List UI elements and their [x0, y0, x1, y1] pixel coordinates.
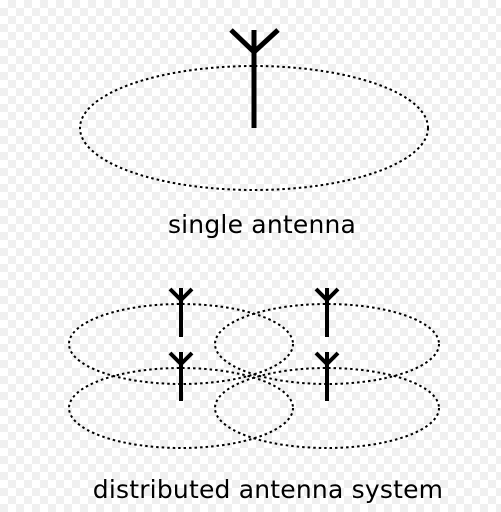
antenna-icon-bottom-left [168, 351, 194, 401]
single-antenna-icon [229, 28, 280, 128]
single-coverage-area [79, 65, 429, 191]
single-antenna-caption: single antenna [168, 210, 356, 239]
distributed-antenna-panel: distributed antenna system [68, 287, 443, 504]
coverage-area-top-right [214, 303, 440, 385]
antenna-icon-top-right [314, 287, 340, 337]
single-antenna-panel: single antenna [79, 28, 429, 239]
coverage-area-bottom-left [68, 367, 294, 449]
antenna-icon-bottom-right [314, 351, 340, 401]
distributed-antenna-caption: distributed antenna system [93, 475, 443, 504]
coverage-area-bottom-right [214, 367, 440, 449]
coverage-area-top-left [68, 303, 294, 385]
antenna-icon-top-left [168, 287, 194, 337]
